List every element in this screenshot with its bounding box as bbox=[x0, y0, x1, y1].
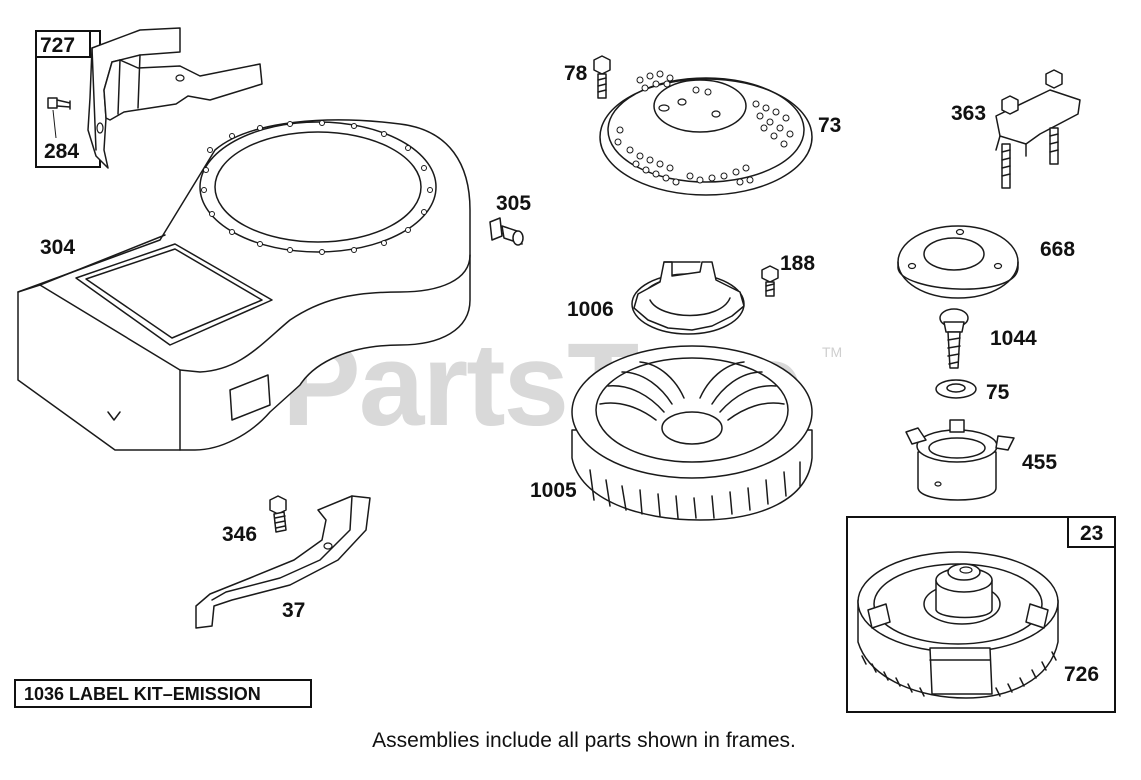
callout-726[interactable]: 726 bbox=[1064, 663, 1099, 686]
callout-668[interactable]: 668 bbox=[1040, 238, 1075, 261]
part-73-rotating-screen[interactable] bbox=[599, 70, 813, 196]
label-kit-text[interactable]: 1036 LABEL KIT–EMISSION bbox=[24, 684, 261, 704]
part-188-screw[interactable] bbox=[761, 265, 779, 297]
leader-284 bbox=[52, 109, 57, 139]
part-75-washer[interactable] bbox=[935, 379, 977, 399]
part-37-bracket[interactable] bbox=[195, 495, 371, 629]
part-668-plate[interactable] bbox=[897, 225, 1019, 299]
part-78-screw[interactable] bbox=[593, 55, 611, 99]
part-1005-fan[interactable] bbox=[571, 345, 813, 521]
callout-37[interactable]: 37 bbox=[282, 599, 305, 622]
callout-75[interactable]: 75 bbox=[986, 381, 1010, 404]
part-305-screw[interactable] bbox=[489, 217, 524, 246]
callout-1006[interactable]: 1006 bbox=[567, 298, 614, 321]
callout-1044[interactable]: 1044 bbox=[990, 327, 1037, 350]
part-284-screw[interactable] bbox=[47, 97, 71, 110]
part-363-bracket[interactable] bbox=[995, 69, 1081, 189]
part-346-screw[interactable] bbox=[269, 495, 287, 533]
callout-346[interactable]: 346 bbox=[222, 523, 257, 546]
callout-363[interactable]: 363 bbox=[951, 102, 986, 125]
label-kit-frame[interactable] bbox=[14, 679, 312, 708]
part-1044-bolt[interactable] bbox=[939, 308, 969, 369]
screen-holes bbox=[614, 70, 794, 186]
part-726-flywheel[interactable] bbox=[857, 551, 1059, 699]
callout-284[interactable]: 284 bbox=[44, 140, 79, 163]
callout-73[interactable]: 73 bbox=[818, 114, 841, 137]
callout-1005[interactable]: 1005 bbox=[530, 479, 577, 502]
callout-305[interactable]: 305 bbox=[496, 192, 531, 215]
assembly-frame-23[interactable] bbox=[846, 516, 1116, 713]
footer-note: Assemblies include all parts shown in fr… bbox=[372, 729, 796, 752]
part-1006-retainer-ring[interactable] bbox=[631, 261, 745, 335]
callout-23[interactable]: 23 bbox=[1080, 522, 1103, 545]
callout-727[interactable]: 727 bbox=[40, 34, 75, 57]
callout-455[interactable]: 455 bbox=[1022, 451, 1057, 474]
callout-188[interactable]: 188 bbox=[780, 252, 815, 275]
callout-304[interactable]: 304 bbox=[40, 236, 75, 259]
part-727-shield[interactable] bbox=[87, 27, 263, 169]
watermark-trademark: TM bbox=[822, 344, 842, 360]
part-455-cup[interactable] bbox=[905, 419, 1015, 501]
callout-78[interactable]: 78 bbox=[564, 62, 588, 85]
part-304-blower-housing[interactable] bbox=[17, 119, 471, 451]
